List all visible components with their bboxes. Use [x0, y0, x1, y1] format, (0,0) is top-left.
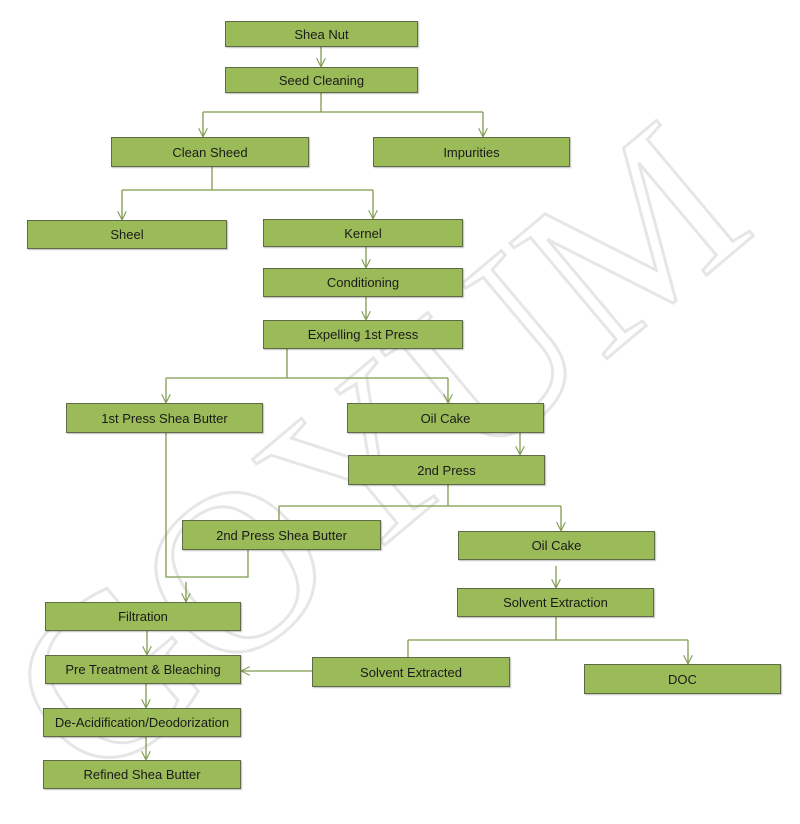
- edge-expelling-split: [166, 349, 448, 379]
- node-second-press: 2nd Press: [348, 455, 545, 485]
- node-solvent-extraction: Solvent Extraction: [457, 588, 654, 617]
- node-doc: DOC: [584, 664, 781, 694]
- edge-secondpress-split: [278, 485, 561, 520]
- edge-seedcleaning-split: [203, 93, 483, 113]
- node-expelling: Expelling 1st Press: [263, 320, 463, 349]
- node-seed-cleaning: Seed Cleaning: [225, 67, 418, 93]
- node-refined: Refined Shea Butter: [43, 760, 241, 789]
- edge-butters-merge: [165, 433, 249, 578]
- node-oil-cake-2: Oil Cake: [458, 531, 655, 560]
- node-pretreatment: Pre Treatment & Bleaching: [45, 655, 241, 684]
- node-impurities: Impurities: [373, 137, 570, 167]
- node-solvent-extracted: Solvent Extracted: [312, 657, 510, 687]
- edge-cleansheed-split: [122, 167, 373, 191]
- node-oil-cake-1: Oil Cake: [347, 403, 544, 433]
- node-kernel: Kernel: [263, 219, 463, 247]
- node-conditioning: Conditioning: [263, 268, 463, 297]
- node-shea-nut: Shea Nut: [225, 21, 418, 47]
- node-filtration: Filtration: [45, 602, 241, 631]
- node-sheel: Sheel: [27, 220, 227, 249]
- node-clean-sheed: Clean Sheed: [111, 137, 309, 167]
- edge-solvent-split: [407, 617, 688, 657]
- node-second-press-butter: 2nd Press Shea Butter: [182, 520, 381, 550]
- node-first-press-butter: 1st Press Shea Butter: [66, 403, 263, 433]
- node-deacidification: De-Acidification/Deodorization: [43, 708, 241, 737]
